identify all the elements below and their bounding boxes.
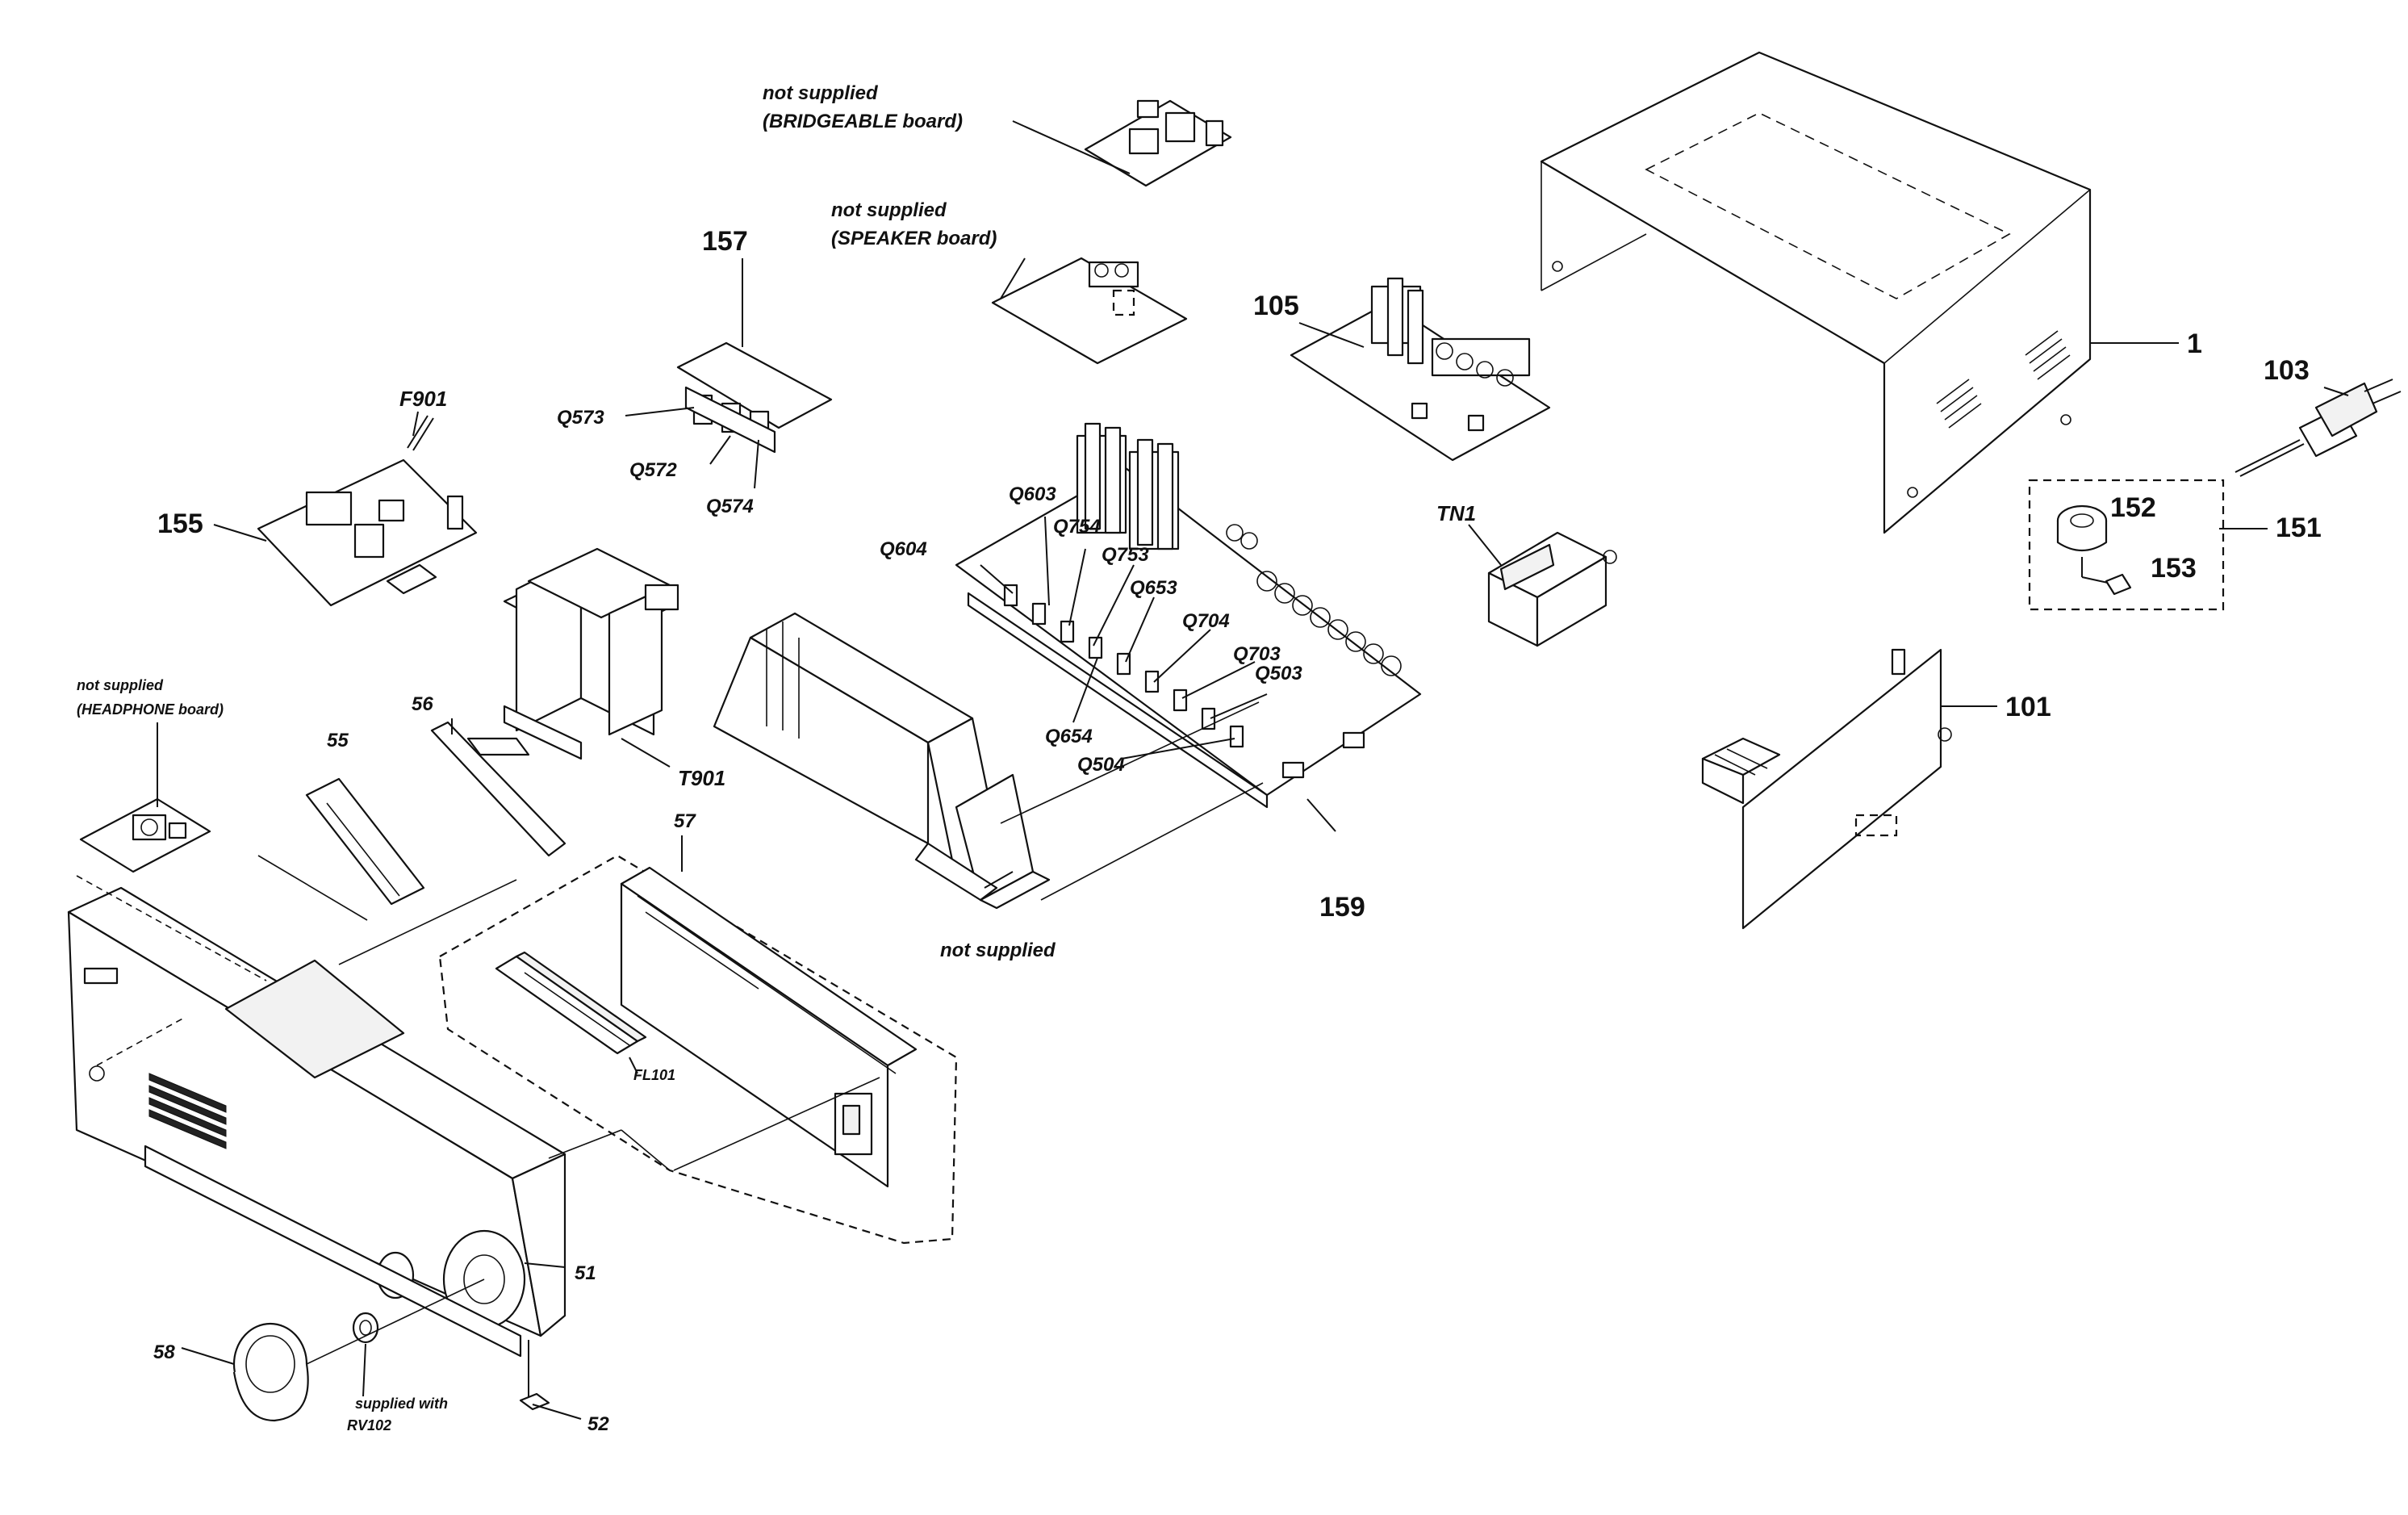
label-1: 1	[2187, 329, 2202, 359]
ferrite-core-group-151	[2028, 479, 2225, 611]
label-rv102-line2: RV102	[347, 1417, 391, 1433]
label-leader-lines	[181, 120, 2349, 1420]
label-153: 153	[2151, 553, 2197, 584]
label-101: 101	[2005, 692, 2051, 722]
label-105: 105	[1253, 291, 1299, 321]
power-board-part-155	[257, 415, 478, 607]
main-amp-board-part-159	[955, 422, 1422, 809]
transformer-part-t901	[503, 547, 679, 760]
washer-supplied-with-rv102	[352, 1312, 379, 1344]
bracket-part-56	[430, 721, 566, 857]
label-t901: T901	[678, 766, 725, 790]
label-headphone-line2: (HEADPHONE board)	[77, 701, 224, 718]
headphone-board	[79, 797, 211, 873]
label-58: 58	[153, 1341, 175, 1363]
label-q754: Q754	[1053, 516, 1101, 538]
label-q573: Q573	[557, 407, 604, 429]
bridgeable-board	[1084, 99, 1232, 187]
board-part-157	[676, 341, 833, 454]
label-speaker-line1: not supplied	[831, 199, 947, 221]
label-57: 57	[674, 810, 696, 832]
label-56: 56	[412, 693, 433, 715]
label-103: 103	[2264, 355, 2310, 386]
label-headphone-line1: not supplied	[77, 677, 164, 693]
label-q753: Q753	[1102, 544, 1149, 566]
label-152: 152	[2110, 492, 2156, 523]
board-part-101	[1701, 648, 1952, 930]
label-q653: Q653	[1130, 577, 1177, 599]
label-159: 159	[1319, 892, 1365, 923]
label-q603: Q603	[1009, 483, 1056, 505]
callout-labels: not supplied (BRIDGEABLE board) not supp…	[77, 82, 2322, 1435]
display-tube-part-fl101	[495, 951, 647, 1055]
label-q704: Q704	[1182, 610, 1230, 632]
volume-knob-part-58	[232, 1322, 309, 1422]
label-52: 52	[587, 1413, 609, 1435]
label-51: 51	[575, 1262, 596, 1284]
label-q503: Q503	[1255, 663, 1302, 684]
label-tn1: TN1	[1436, 501, 1476, 525]
board-part-105	[1290, 277, 1551, 462]
label-55: 55	[327, 730, 349, 751]
label-q504: Q504	[1077, 754, 1125, 776]
label-bridgeable-line1: not supplied	[763, 82, 879, 104]
label-q604: Q604	[880, 538, 927, 560]
label-155: 155	[157, 508, 203, 539]
label-q703: Q703	[1233, 643, 1281, 665]
label-rv102-line1: supplied with	[355, 1396, 448, 1412]
label-heatsink-not-supplied: not supplied	[940, 940, 1056, 961]
label-q572: Q572	[629, 459, 677, 481]
label-speaker-line2: (SPEAKER board)	[831, 228, 997, 249]
label-157: 157	[702, 226, 748, 257]
board-part-55	[305, 777, 425, 906]
power-cord-part-103	[2235, 379, 2402, 477]
label-bridgeable-line2: (BRIDGEABLE board)	[763, 111, 963, 132]
heatsink-assembly	[713, 612, 1051, 910]
tuner-part-tn1	[1487, 531, 1617, 647]
label-q654: Q654	[1045, 726, 1093, 747]
label-fl101: FL101	[633, 1067, 675, 1083]
screw-part-52	[519, 1340, 550, 1411]
label-q574: Q574	[706, 496, 754, 517]
front-panel-part-51	[67, 886, 566, 1358]
speaker-board	[991, 257, 1188, 365]
label-151: 151	[2276, 513, 2322, 543]
leader-rv102	[362, 1343, 366, 1397]
display-board-group-57	[438, 854, 958, 1245]
label-f901: F901	[399, 387, 447, 411]
cabinet-part-1	[1540, 51, 2092, 534]
assembly-leader-lines	[76, 701, 1264, 1365]
